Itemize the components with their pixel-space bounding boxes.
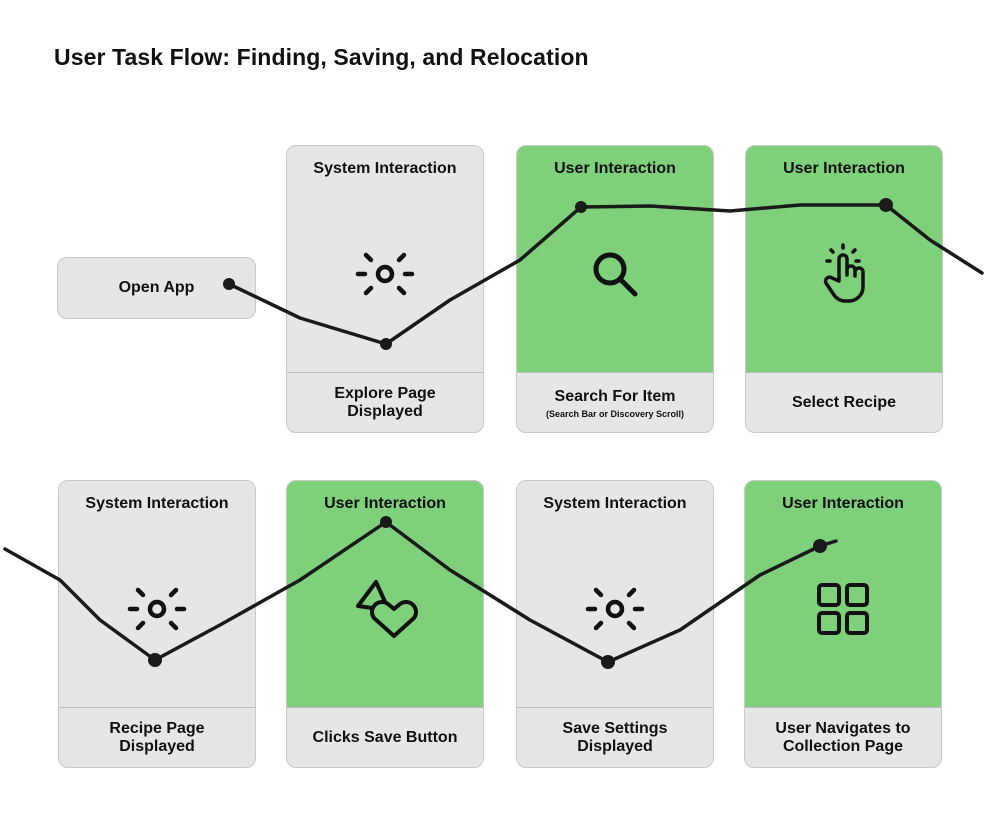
search-icon (593, 252, 638, 297)
collection-page-card: User Interaction User Navigates to Colle… (744, 480, 942, 768)
card-type-label: User Interaction (554, 160, 676, 177)
card-label: User Navigates to Collection Page (775, 720, 911, 755)
card-label: Search For Item (554, 387, 676, 405)
flow-node (223, 278, 235, 290)
grid-icon (817, 583, 869, 635)
card-type-label: User Interaction (324, 495, 446, 512)
flow-node (380, 516, 392, 528)
sun-icon (355, 252, 415, 296)
flow-line-row1 (227, 203, 984, 346)
explore-page-card: System Interaction Explore Page Displaye… (286, 145, 484, 433)
flow-node (601, 655, 615, 669)
flow-node (380, 338, 392, 350)
flow-node (575, 201, 587, 213)
tap-hand-icon (823, 243, 865, 303)
save-settings-card: System Interaction Save Settings Display… (516, 480, 714, 768)
card-label: Recipe Page Displayed (109, 720, 205, 755)
flow-line-row2 (3, 520, 838, 664)
open-app-label: Open App (118, 279, 195, 296)
card-label: Explore Page Displayed (334, 385, 436, 420)
search-item-card: User Interaction Search For Item (Search… (516, 145, 714, 433)
card-label: Select Recipe (791, 394, 897, 411)
open-app-card: Open App (57, 257, 256, 319)
sun-icon (127, 587, 187, 631)
card-label: Save Settings Displayed (562, 720, 668, 755)
flow-node (148, 653, 162, 667)
card-sublabel: (Search Bar or Discovery Scroll) (545, 408, 685, 419)
save-heart-icon (356, 580, 418, 638)
card-type-label: User Interaction (782, 495, 904, 512)
sun-icon (585, 587, 645, 631)
flow-node (879, 198, 893, 212)
page-title: User Task Flow: Finding, Saving, and Rel… (54, 44, 589, 70)
card-label: Clicks Save Button (312, 729, 458, 746)
card-type-label: User Interaction (783, 160, 905, 177)
card-type-label: System Interaction (85, 495, 229, 512)
flow-node (813, 539, 827, 553)
card-type-label: System Interaction (543, 495, 687, 512)
select-recipe-card: User Interaction Select Recipe (745, 145, 943, 433)
card-type-label: System Interaction (313, 160, 457, 177)
